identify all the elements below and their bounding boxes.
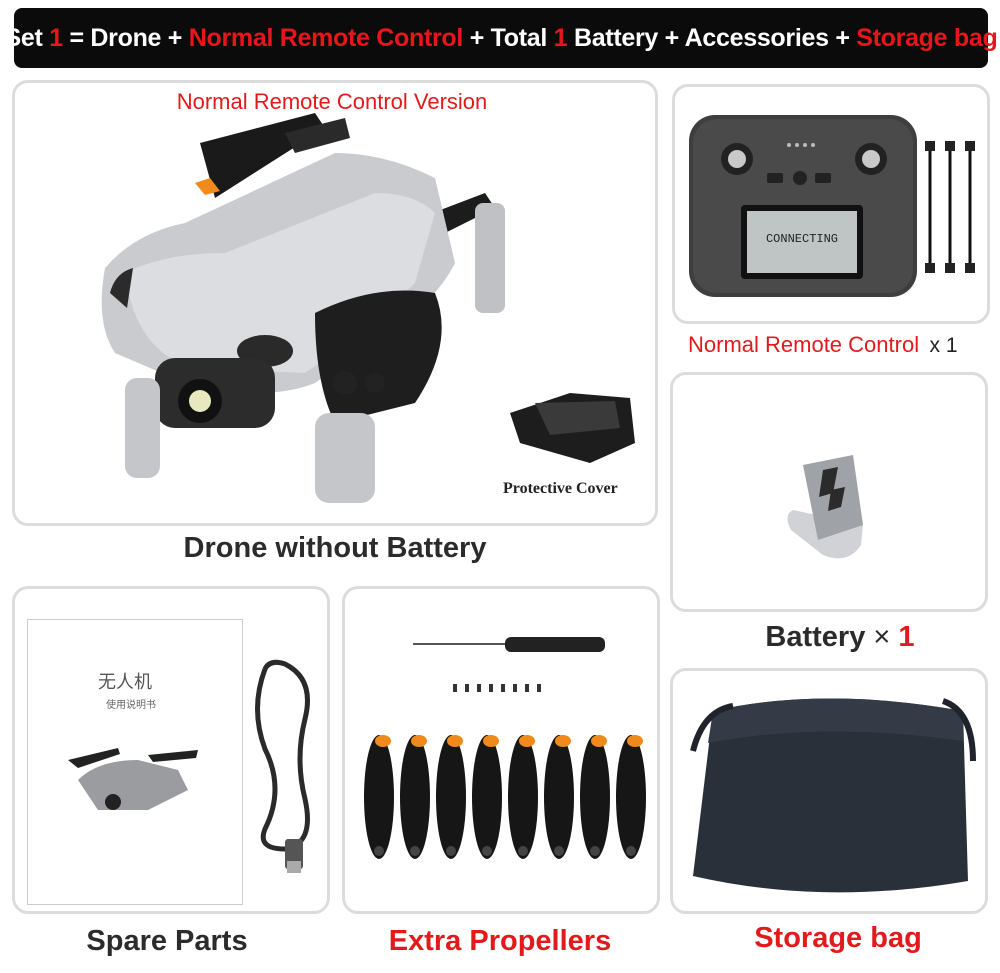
propeller-blade <box>400 735 430 859</box>
manual-booklet: 无人机 使用说明书 <box>27 619 243 905</box>
propeller-blade <box>508 735 538 859</box>
remote-qty: x 1 <box>929 334 958 357</box>
propeller-blade <box>616 735 646 859</box>
manual-subtitle: 使用说明书 <box>106 700 156 711</box>
battery-card <box>670 372 988 612</box>
protective-cover-label: Protective Cover <box>503 480 618 497</box>
remote-controller-image: CONNECTING <box>689 115 975 297</box>
banner-set-word: Set <box>4 23 43 52</box>
banner-battery-num: 1 <box>553 23 568 52</box>
remote-card: CONNECTING <box>672 84 990 324</box>
banner-set-num: 1 <box>49 23 63 52</box>
storage-bag-card <box>670 668 988 914</box>
banner-eq-drone: = Drone + <box>69 23 183 52</box>
banner-plus-total: + Total <box>469 23 548 52</box>
spare-parts-caption: Spare Parts <box>86 925 248 957</box>
banner-bag: Storage bag <box>856 23 998 52</box>
usb-cable-image <box>255 659 310 873</box>
storage-bag-image <box>690 698 976 893</box>
drone-image <box>101 113 635 503</box>
propeller-blade <box>580 735 610 859</box>
banner-battery-acc: Battery + Accessories + <box>573 23 850 52</box>
battery-image <box>787 455 863 559</box>
remote-screen-text: CONNECTING <box>766 232 838 246</box>
battery-times: × <box>873 621 891 653</box>
propeller-blade <box>544 735 574 859</box>
battery-caption: Battery × 1 <box>670 621 1000 654</box>
propellers-image <box>364 637 646 859</box>
remote-label: Normal Remote Control <box>688 332 920 357</box>
propeller-blade <box>364 735 394 859</box>
propeller-blade <box>436 735 466 859</box>
battery-label: Battery <box>765 621 866 653</box>
storage-bag-caption: Storage bag <box>754 922 922 954</box>
package-banner: Set 1 = Drone + Normal Remote Control + … <box>5 8 998 68</box>
banner-remote: Normal Remote Control <box>188 23 464 52</box>
drone-card-title: Normal Remote Control Version <box>176 89 488 114</box>
remote-label-row: Normal Remote Control x 1 <box>688 332 958 358</box>
propellers-card <box>342 586 660 914</box>
manual-drone-image <box>68 748 198 810</box>
spare-parts-card: 无人机 使用说明书 <box>12 586 330 914</box>
drone-caption: Drone without Battery <box>183 532 487 564</box>
manual-title: 无人机 <box>98 672 152 692</box>
propellers-caption: Extra Propellers <box>388 925 612 957</box>
propeller-blade <box>472 735 502 859</box>
drone-card: Normal Remote Control Version Protective… <box>12 80 658 526</box>
battery-qty: 1 <box>898 621 915 653</box>
